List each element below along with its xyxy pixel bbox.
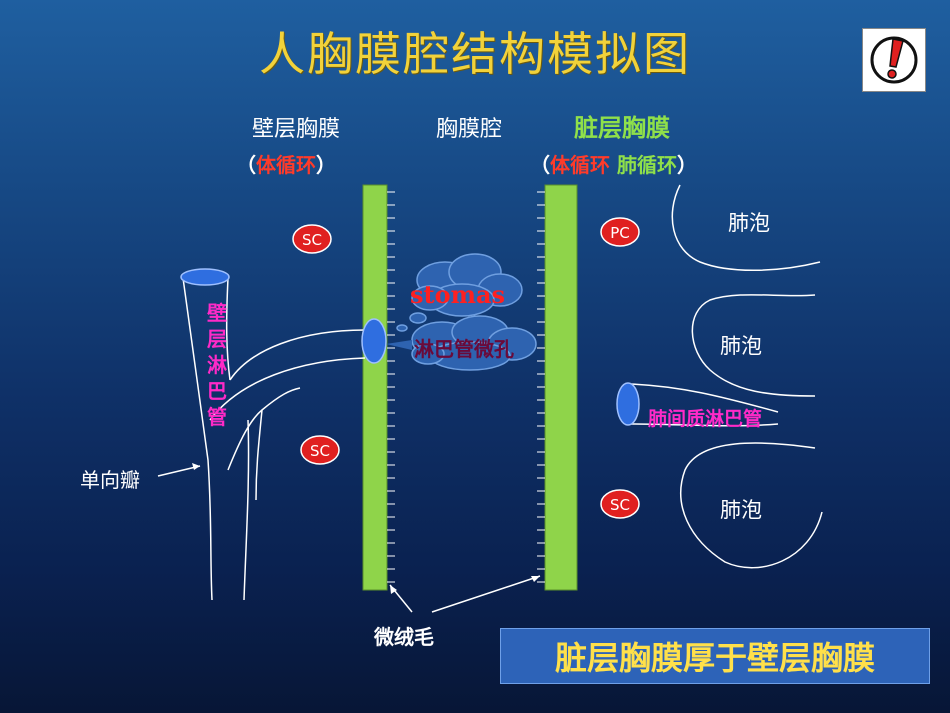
- visceral-pleura-label: 脏层胸膜: [574, 114, 670, 142]
- pc-label: PC: [610, 224, 630, 242]
- interstitial-lymph-label: 肺间质淋巴管: [648, 408, 763, 430]
- stoma-opening: [361, 318, 387, 364]
- alveolus-label-2: 肺泡: [720, 334, 762, 358]
- exclamation-warning-icon[interactable]: [862, 28, 926, 92]
- parietal-lymph-label: 壁层淋巴管: [207, 301, 227, 429]
- sc-cell-1: [292, 224, 332, 254]
- parietal-lymph-opening: [180, 268, 230, 286]
- alveolus-outline-3: [680, 442, 823, 569]
- systemic-circulation-label: 体循环: [256, 153, 316, 177]
- pc-cell: [600, 217, 640, 247]
- parietal-circulation: （体循环）: [236, 153, 336, 177]
- stomas-label: stomas: [410, 280, 506, 309]
- parietal-membrane: [362, 184, 388, 591]
- alveolus-label-3: 肺泡: [720, 498, 762, 522]
- interstitial-lymph-opening: [616, 382, 640, 426]
- systemic-circulation-label-2: 体循环: [550, 153, 610, 177]
- pulmonary-circulation-label: 肺循环: [616, 153, 677, 177]
- pleural-cavity-label: 胸膜腔: [436, 117, 503, 142]
- alveolus-label-1: 肺泡: [728, 211, 770, 235]
- alveolus-outline-2: [691, 294, 816, 397]
- page-title: 人胸膜腔结构模拟图: [259, 27, 691, 81]
- conclusion-text: 脏层胸膜厚于壁层胸膜: [554, 639, 875, 677]
- sc-cell-2: [300, 435, 340, 465]
- parietal-lymph-vessel: [182, 277, 213, 601]
- lymph-stoma-label: 淋巴管微孔: [414, 337, 514, 361]
- alveolus-outline-1: [671, 184, 821, 271]
- microvilli-right: [537, 191, 545, 583]
- microvilli-label: 微绒毛: [374, 625, 434, 649]
- visceral-circulation: （体循环 肺循环）: [530, 153, 697, 177]
- microvilli-left: [387, 191, 395, 583]
- visceral-membrane: [544, 184, 578, 591]
- lymph-stoma-cloud: [411, 315, 537, 371]
- conclusion-box: 脏层胸膜厚于壁层胸膜: [500, 628, 930, 684]
- sc-label-1: SC: [302, 231, 322, 249]
- one-way-valve-label: 单向瓣: [80, 468, 140, 492]
- sc-label-3: SC: [610, 496, 630, 514]
- stomas-cloud: [396, 253, 523, 332]
- sc-label-2: SC: [310, 442, 330, 460]
- sc-cell-3: [600, 489, 640, 519]
- parietal-pleura-label: 壁层胸膜: [252, 117, 341, 142]
